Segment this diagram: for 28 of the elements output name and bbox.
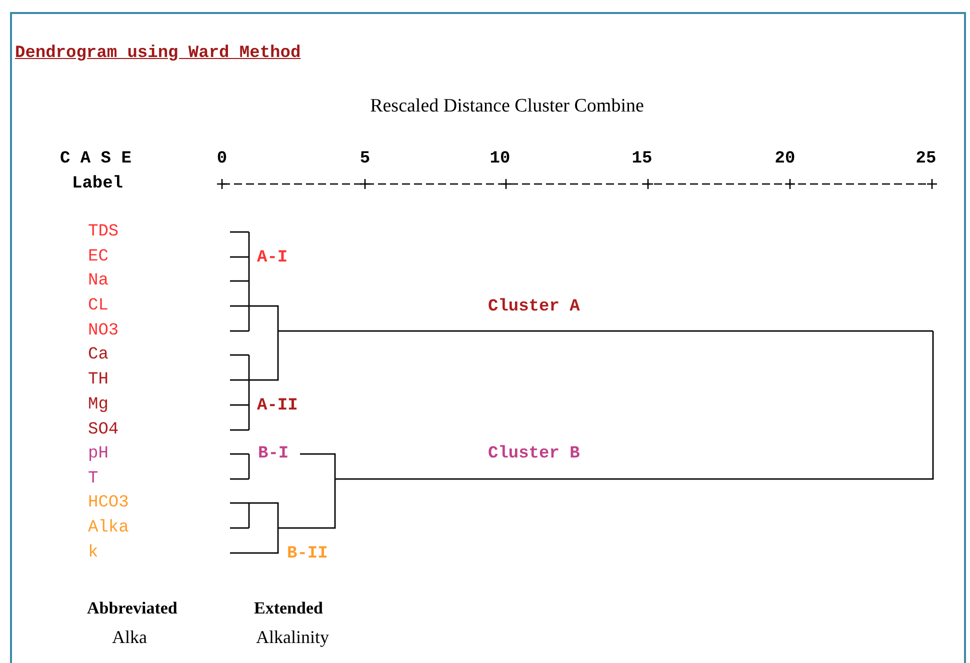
table-header: Abbreviated	[87, 600, 178, 616]
column-header: Label	[72, 176, 124, 192]
tick-label: 25	[916, 150, 936, 168]
case-label: T	[88, 470, 98, 488]
table-header: Extended	[254, 600, 323, 616]
axis-title: Rescaled Distance Cluster Combine	[370, 96, 644, 116]
case-label: Na	[88, 272, 108, 290]
case-label: NO3	[88, 322, 119, 340]
case-label: Ca	[88, 346, 108, 364]
tick-label: 0	[216, 150, 228, 168]
tick-label: 5	[360, 150, 370, 168]
case-label: TH	[88, 372, 108, 388]
case-label: Alka	[88, 520, 129, 536]
case-label: pH	[88, 446, 108, 462]
table-cell: Alka	[112, 628, 147, 646]
case-label: HCO3	[88, 494, 129, 512]
table-cell: Alkalinity	[256, 628, 329, 646]
column-header: C A S E	[60, 150, 132, 168]
tick-label: 15	[632, 150, 652, 168]
tick-label: 10	[490, 150, 510, 168]
case-label: SO4	[88, 422, 119, 438]
case-label: k	[88, 544, 98, 562]
title: Dendrogram using Ward Method	[15, 43, 301, 65]
case-label: CL	[88, 298, 108, 314]
case-label: Mg	[88, 396, 108, 414]
case-label: EC	[88, 248, 108, 266]
case-label: TDS	[88, 224, 119, 240]
tick-label: 20	[774, 150, 796, 168]
